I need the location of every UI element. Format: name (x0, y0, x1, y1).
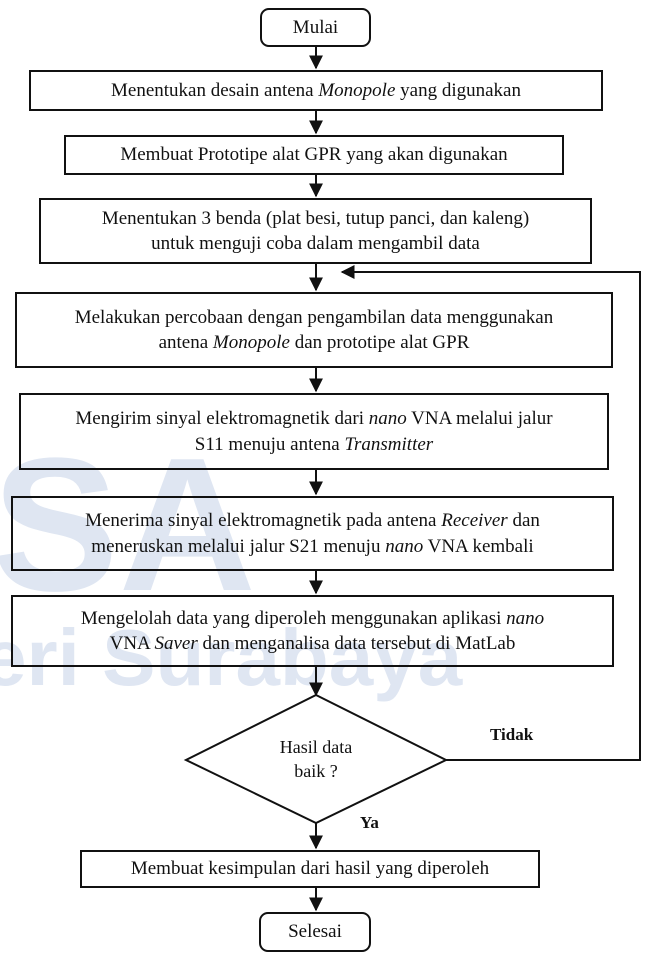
label-no: Tidak (490, 725, 534, 744)
start-terminal: Mulai (260, 8, 371, 47)
step-7-box: Mengelolah data yang diperoleh menggunak… (11, 595, 614, 667)
step-text-run: dan prototipe alat GPR (289, 332, 470, 353)
final-step-text: Membuat kesimpulan dari hasil yang diper… (130, 858, 490, 880)
step-6-box: Menerima sinyal elektromagnetik pada ant… (11, 496, 614, 571)
final-step-box: Membuat kesimpulan dari hasil yang diper… (80, 850, 540, 888)
end-label: Selesai (288, 921, 342, 943)
step-text-run: dan (507, 510, 540, 532)
step-text-run: Saver (154, 633, 198, 654)
step-2-text: Membuat Prototipe alat GPR yang akan dig… (120, 142, 507, 167)
step-text-run: S11 menuju antena (194, 433, 345, 455)
step-1-box: Menentukan desain antena Monopole yang d… (29, 70, 603, 111)
step-5-box: Mengirim sinyal elektromagnetik dari nan… (19, 393, 609, 470)
step-6-text: Menerima sinyal elektromagnetik pada ant… (85, 508, 540, 558)
step-text-run: Membuat Prototipe alat GPR yang akan dig… (120, 144, 508, 166)
step-text-run: Menerima sinyal elektromagnetik pada ant… (85, 510, 442, 532)
step-7-text: Mengelolah data yang diperoleh menggunak… (81, 606, 544, 656)
decision-text: Hasil data baik ? (236, 735, 396, 784)
step-text-run: nano (506, 607, 545, 629)
step-text-run: antena (158, 332, 213, 353)
step-text-run: Mengelolah data yang diperoleh menggunak… (80, 607, 507, 629)
step-text-run: Receiver (441, 510, 508, 532)
step-text-run: VNA kembali (423, 535, 534, 557)
step-text-run: Mengirim sinyal elektromagnetik dari (75, 408, 369, 430)
step-5-text: Mengirim sinyal elektromagnetik dari nan… (75, 406, 552, 456)
step-1-text: Menentukan desain antena Monopole yang d… (111, 78, 521, 103)
step-2-box: Membuat Prototipe alat GPR yang akan dig… (64, 135, 564, 175)
step-text-run: Transmitter (344, 433, 434, 455)
start-label: Mulai (292, 16, 339, 38)
step-text-run: nano (368, 408, 407, 430)
decision-line-2: baik ? (294, 761, 338, 782)
step-4-box: Melakukan percobaan dengan pengambilan d… (15, 292, 613, 368)
step-text-run: Menentukan desain antena (111, 79, 319, 101)
step-text-run: dan menganalisa data tersebut di MatLab (197, 633, 516, 654)
step-text-run: Monopole (318, 79, 396, 101)
step-4-text: Melakukan percobaan dengan pengambilan d… (75, 305, 554, 355)
step-text-run: Melakukan percobaan dengan pengambilan d… (74, 306, 554, 328)
decision-line-1: Hasil data (279, 737, 353, 757)
step-text-run: meneruskan melalui jalur S21 menuju (91, 535, 386, 557)
step-text-run: VNA melalui jalur (406, 408, 553, 430)
decision-diamond (183, 693, 449, 825)
step-3-box: Menentukan 3 benda (plat besi, tutup pan… (39, 198, 592, 264)
step-text-run: nano (385, 535, 424, 557)
label-yes: Ya (360, 813, 379, 832)
step-text-run: VNA (109, 633, 155, 654)
step-text-run: Menentukan 3 benda (plat besi, tutup pan… (101, 207, 530, 229)
end-terminal: Selesai (259, 912, 371, 952)
step-text-run: Monopole (212, 332, 290, 353)
step-text-run: yang digunakan (395, 79, 521, 101)
arrow-decision-no-loop (340, 265, 641, 761)
step-3-text: Menentukan 3 benda (plat besi, tutup pan… (102, 206, 529, 256)
step-text-run: untuk menguji coba dalam mengambil data (151, 233, 480, 254)
